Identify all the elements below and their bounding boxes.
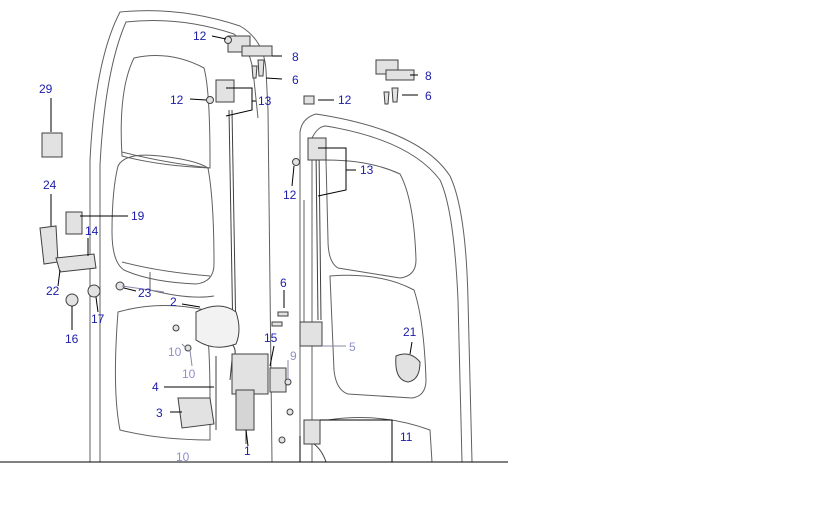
callout-10: 10 xyxy=(176,450,190,464)
callout-5: 5 xyxy=(349,340,356,354)
screw-12d xyxy=(292,158,300,166)
cap-16 xyxy=(65,293,79,307)
screw-10a xyxy=(172,324,180,332)
callout-1: 1 xyxy=(244,444,251,458)
callout-16: 16 xyxy=(65,332,79,346)
screw-12c xyxy=(303,95,315,105)
lock-cam-plate xyxy=(195,305,240,348)
grommet-17 xyxy=(87,284,101,298)
right-door-panel xyxy=(299,113,473,463)
upper-latch-right xyxy=(307,137,327,161)
switch-19 xyxy=(65,211,83,235)
callout-24: 24 xyxy=(43,178,57,192)
callout-11: 11 xyxy=(400,430,413,444)
callout-6: 6 xyxy=(292,73,299,87)
callout-23: 23 xyxy=(138,286,152,300)
centre-lock-body xyxy=(231,353,269,395)
callout-15: 15 xyxy=(264,331,278,345)
small-parts xyxy=(39,35,421,444)
screw-12a xyxy=(224,36,232,44)
handle-escutcheon-24 xyxy=(39,225,59,265)
callout-22: 22 xyxy=(46,284,60,298)
inner-handle-bracket xyxy=(177,397,215,429)
latch-rod-right xyxy=(315,149,319,321)
callout-13: 13 xyxy=(258,94,272,108)
callout-labels-faded: 5 9 10 10 10 xyxy=(168,340,356,464)
callout-12: 12 xyxy=(283,188,297,202)
callout-29: 29 xyxy=(39,82,53,96)
callout-19: 19 xyxy=(131,209,145,223)
callout-14: 14 xyxy=(85,224,99,238)
callout-12: 12 xyxy=(193,29,207,43)
upper-latch-left xyxy=(215,79,235,103)
callout-13: 13 xyxy=(360,163,374,177)
lower-latch-right xyxy=(299,321,323,347)
reflector-21 xyxy=(395,353,421,383)
bolt-6c xyxy=(277,311,289,317)
callout-12: 12 xyxy=(170,93,184,107)
leader-lines xyxy=(50,35,418,462)
catch-striker xyxy=(269,367,287,393)
callout-2: 2 xyxy=(170,295,177,309)
callout-8: 8 xyxy=(425,69,432,83)
callout-9: 9 xyxy=(290,349,297,363)
callout-21: 21 xyxy=(403,325,417,339)
bottom-whitespace xyxy=(0,463,820,517)
label-plate-29 xyxy=(41,132,63,158)
callout-17: 17 xyxy=(91,312,105,326)
screw-12b xyxy=(206,96,214,104)
outer-handle-14 xyxy=(55,253,97,273)
callout-6: 6 xyxy=(425,89,432,103)
bolt-6b xyxy=(391,87,399,103)
callout-6: 6 xyxy=(280,276,287,290)
latch-rod-upper xyxy=(228,109,234,341)
callout-8: 8 xyxy=(292,50,299,64)
callout-4: 4 xyxy=(152,380,159,394)
left-door-hardware xyxy=(177,79,287,444)
callout-3: 3 xyxy=(156,406,163,420)
right-door-hardware xyxy=(299,137,327,463)
bolt-6a xyxy=(257,59,265,77)
screw-10b xyxy=(184,344,192,352)
callout-labels: 12 8 6 12 13 12 8 6 13 12 29 24 19 14 22… xyxy=(39,29,432,458)
callout-12: 12 xyxy=(338,93,352,107)
lower-catch-right xyxy=(303,419,321,445)
callout-10: 10 xyxy=(182,367,196,381)
callout-10: 10 xyxy=(168,345,182,359)
